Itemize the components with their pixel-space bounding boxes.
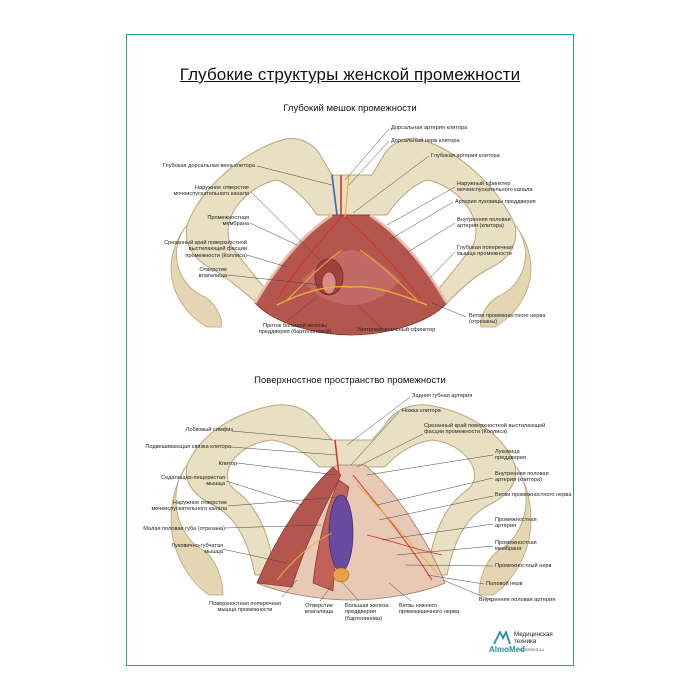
label-colles-cut-superficial: Срезанный край поверхностной выстилающей…	[424, 423, 546, 436]
label-perineal-nerve-branches: Ветви промежностного нерва (отрезаны)	[469, 313, 546, 326]
label-perineal-nerve: Промежностный нерв	[495, 563, 552, 569]
label-ischiocavernosus: Седалищно-пещеристая мышца	[161, 475, 225, 488]
label-deep-dorsal-vein: Глубокая дорсальная вена клитора	[162, 163, 255, 169]
brand-site: almamed.su	[520, 647, 544, 652]
label-ext-sphincter: Наружный сфинктер мочеиспускательного ка…	[457, 181, 533, 194]
brand-tagline: Медицинская техника	[514, 631, 553, 645]
label-clitoris: Клитор	[218, 461, 237, 467]
superficial-pouch-heading: Поверхностное пространство промежности	[254, 375, 446, 386]
label-perineal-nerve-branches-superficial: Ветви промежностного нерва	[495, 492, 572, 498]
label-perineal-membrane-superficial: Промежностная мембрана	[495, 540, 537, 553]
label-perineal-artery: Промежностная артерия	[495, 517, 537, 530]
label-bulb-artery: Артерия луковицы преддверия	[455, 199, 536, 205]
label-pudendal-nerve: Половой нерв	[486, 581, 523, 587]
almomed-logo-icon	[493, 631, 511, 645]
deep-pouch-figure	[170, 138, 532, 336]
label-rectal-nerve: Ветвь нижнего прямокишечного нерва	[399, 603, 460, 616]
label-int-pudendal-bottom: Внутренняя половая артерия	[479, 597, 556, 603]
label-suspensory: Подвешивающая связка клитора	[145, 444, 231, 450]
label-bulbospongiosus: Луковично-губчатая мышца	[171, 543, 223, 556]
label-urethrovaginal: Уретровагинальный сфинктер	[357, 327, 436, 333]
deep-pouch-heading: Глубокий мешок промежности	[283, 103, 417, 114]
label-urethra-opening: Наружное отверстие мочеиспускательного к…	[173, 185, 249, 198]
label-labia-minora: Малая половая губа (отрезана)	[143, 526, 225, 532]
brand-name: AlmoMed	[489, 645, 525, 654]
label-urethra-opening-superficial: Наружное отверстие мочеиспускательного к…	[151, 500, 227, 513]
anatomy-illustration	[170, 128, 532, 602]
label-deep-artery: Глубокая артерия клитора	[431, 153, 500, 159]
label-greater-gland: Большая железа преддверия (бартолинова)	[345, 603, 389, 622]
brand-block: Медицинская техника AlmoMed almamed.su	[487, 629, 573, 661]
label-bulb: Луковица преддверия	[495, 449, 526, 462]
label-crus: Ножка клитора	[402, 408, 441, 414]
label-dorsal-nerve: Дорсальный нерв клитора	[391, 138, 460, 144]
label-post-labial: Задняя губная артерия	[412, 393, 473, 399]
label-deep-transverse: Глубокая поперечная мышца промежности	[457, 245, 513, 258]
label-int-pudendal-superficial: Внутренняя половая артерия (клитора)	[495, 471, 549, 484]
label-symphysis: Лобковый симфиз	[185, 427, 233, 433]
label-dorsal-artery: Дорсальная артерия клитора	[391, 125, 468, 131]
label-vaginal-opening-superficial: Отверстие влагалища	[304, 603, 334, 616]
poster-frame: Глубокие структуры женской промежности	[126, 34, 574, 666]
label-colles-cut: Срезанный край поверхностной выстилающей…	[164, 240, 247, 259]
superficial-pouch-figure	[170, 404, 532, 601]
label-vaginal-opening: Отверстие влагалища	[198, 267, 227, 280]
label-int-pudendal: Внутренняя половая артерия (клитора)	[457, 217, 511, 230]
poster-title: Глубокие структуры женской промежности	[179, 65, 521, 84]
label-superficial-transverse: Поверхностная поперечная мышца промежнос…	[209, 601, 281, 614]
label-perineal-membrane: Промежностная мембрана	[207, 215, 249, 228]
label-bartholin-duct: Проток большой железы преддверия (бартол…	[258, 323, 332, 336]
